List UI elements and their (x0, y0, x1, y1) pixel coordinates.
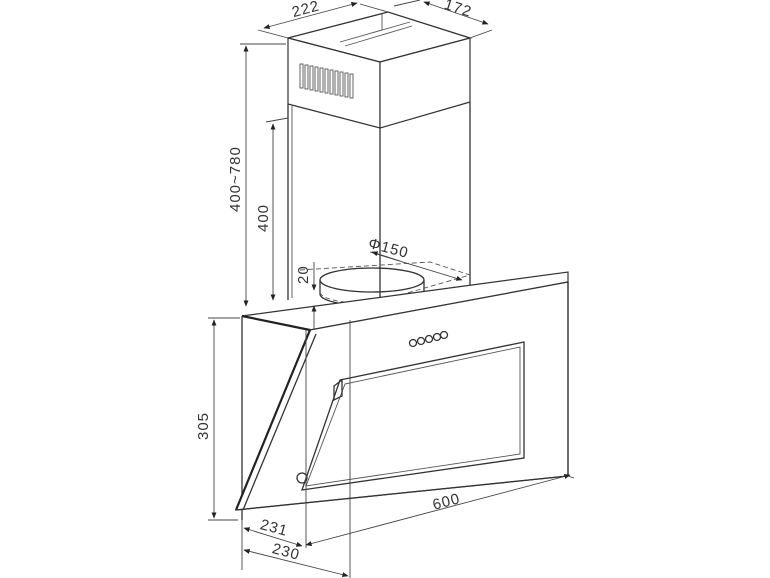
label-600: 600 (431, 490, 462, 514)
label-400-780: 400~780 (227, 146, 244, 212)
control-panel (408, 330, 449, 348)
dim-top-depth: 231 (241, 516, 303, 570)
dim-collar-height: 20 (295, 262, 317, 330)
control-button-2[interactable] (416, 336, 426, 346)
vent-slots-icon (299, 63, 354, 99)
lower-chimney (287, 102, 471, 320)
dim-bottom-depth: 230 (243, 320, 351, 578)
label-172: 172 (442, 0, 474, 21)
dim-lower-chimney-height: 400 (255, 117, 289, 301)
control-button-1[interactable] (408, 338, 418, 348)
label-230: 230 (270, 540, 301, 564)
label-20: 20 (295, 265, 312, 284)
upper-chimney (287, 11, 473, 129)
label-231: 231 (258, 516, 289, 540)
control-button-5[interactable] (439, 330, 449, 340)
label-400: 400 (255, 204, 272, 232)
label-305: 305 (195, 412, 212, 440)
label-222: 222 (290, 0, 321, 21)
dim-chimney-width: 222 (257, 0, 389, 39)
dim-chimney-height-range: 400~780 (227, 43, 286, 307)
hood-body (234, 271, 569, 520)
dim-hood-height: 305 (195, 317, 240, 521)
control-button-3[interactable] (424, 334, 434, 344)
